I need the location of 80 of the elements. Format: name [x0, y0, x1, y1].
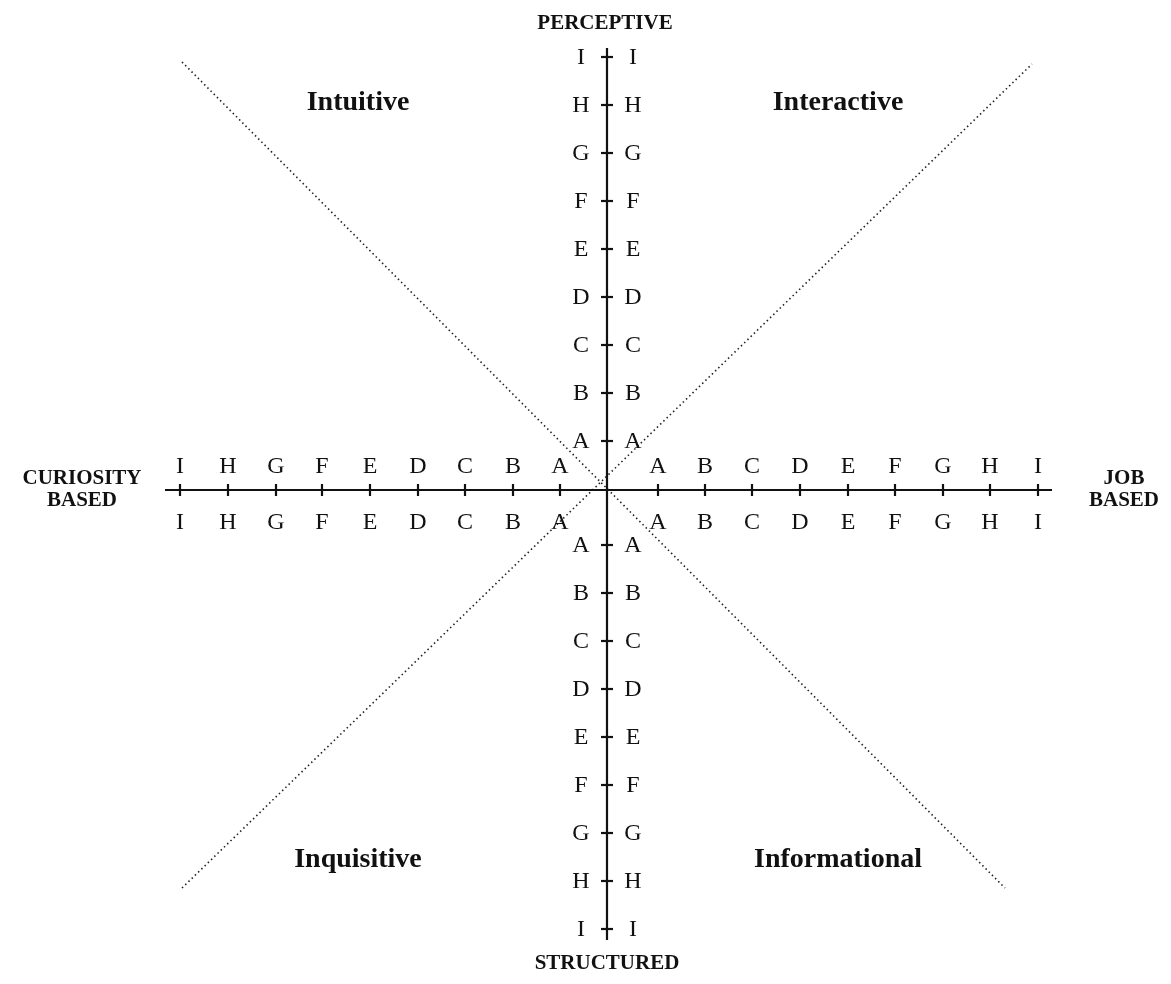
scale-letter: E [840, 453, 856, 479]
scale-letter: A [572, 428, 590, 454]
scale-letter: G [624, 140, 642, 166]
scale-letter: B [573, 580, 589, 606]
scale-letter: G [267, 453, 285, 479]
axis-title: PERCEPTIVE [537, 11, 673, 33]
scale-letter: C [744, 453, 760, 479]
scale-letter: G [934, 453, 952, 479]
scale-letter: I [176, 509, 184, 535]
scale-letter: D [572, 676, 590, 702]
scale-letter: A [624, 428, 642, 454]
scale-letter: A [551, 509, 569, 535]
scale-letter: H [572, 868, 590, 894]
quadrant-label: Inquisitive [294, 843, 422, 873]
scale-letter: C [457, 509, 473, 535]
scale-letter: H [981, 509, 999, 535]
scale-letter: A [649, 509, 667, 535]
scale-letter: C [744, 509, 760, 535]
scale-letter: D [624, 284, 642, 310]
scale-letter: D [409, 509, 427, 535]
scale-letter: F [626, 772, 640, 798]
scale-letter: G [572, 820, 590, 846]
scale-letter: I [1034, 453, 1042, 479]
scale-letter: H [572, 92, 590, 118]
scale-letter: I [629, 44, 637, 70]
scale-letter: A [572, 532, 590, 558]
scale-letter: E [573, 236, 589, 262]
scale-letter: E [362, 453, 378, 479]
scale-letter: E [840, 509, 856, 535]
scale-letter: F [574, 188, 588, 214]
scale-letter: D [791, 509, 809, 535]
scale-letter: D [409, 453, 427, 479]
scale-letter: C [573, 332, 589, 358]
scale-letter: G [267, 509, 285, 535]
scale-letter: H [981, 453, 999, 479]
scale-letter: B [625, 380, 641, 406]
scale-letter: A [624, 532, 642, 558]
scale-letter: H [624, 92, 642, 118]
scale-letter: H [219, 453, 237, 479]
axis-title: JOB BASED [1088, 465, 1160, 511]
scale-letter: C [625, 628, 641, 654]
scale-letter: B [505, 509, 521, 535]
scale-letter: F [888, 509, 902, 535]
axis-title: STRUCTURED [534, 951, 680, 973]
scale-letter: C [573, 628, 589, 654]
scale-letter: A [551, 453, 569, 479]
scale-letter: D [572, 284, 590, 310]
scale-letter: F [626, 188, 640, 214]
scale-letter: I [629, 916, 637, 942]
scale-letter: B [625, 580, 641, 606]
scale-letter: I [577, 916, 585, 942]
scale-letter: I [176, 453, 184, 479]
scale-letter: B [697, 509, 713, 535]
scale-letter: G [572, 140, 590, 166]
scale-letter: D [624, 676, 642, 702]
scale-letter: E [625, 236, 641, 262]
axis-title: CURIOSITY BASED [21, 465, 143, 511]
scale-letter: C [457, 453, 473, 479]
scale-letter: C [625, 332, 641, 358]
scale-letter: I [1034, 509, 1042, 535]
scale-letter: F [574, 772, 588, 798]
scale-letter: G [624, 820, 642, 846]
scale-letter: H [219, 509, 237, 535]
scale-letter: E [362, 509, 378, 535]
scale-letter: A [649, 453, 667, 479]
scale-letter: E [573, 724, 589, 750]
scale-letter: I [577, 44, 585, 70]
scale-letter: B [697, 453, 713, 479]
scale-letter: G [934, 509, 952, 535]
scale-letter: D [791, 453, 809, 479]
scale-letter: F [315, 453, 329, 479]
scale-letter: B [505, 453, 521, 479]
scale-letter: F [888, 453, 902, 479]
scale-letter: E [625, 724, 641, 750]
scale-letter: F [315, 509, 329, 535]
scale-letter: H [624, 868, 642, 894]
scale-letter: B [573, 380, 589, 406]
quadrant-label: Interactive [772, 86, 904, 116]
quadrant-label: Intuitive [306, 86, 410, 116]
quadrant-label: Informational [754, 843, 922, 873]
